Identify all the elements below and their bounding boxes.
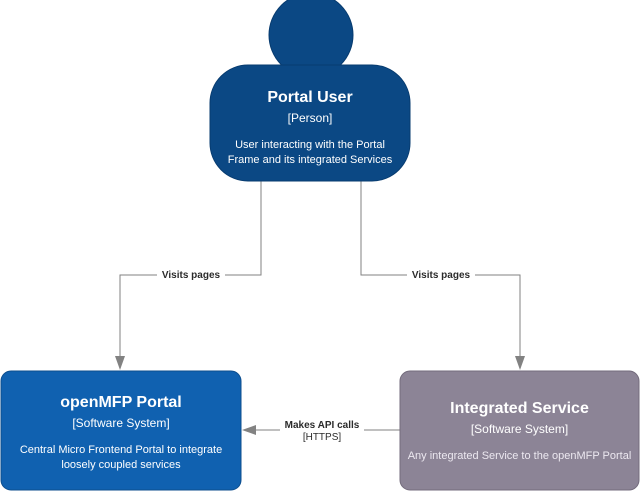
portal-user-node[interactable]: Portal User [Person] User interacting wi… bbox=[210, 88, 410, 168]
openmfp-portal-description: Central Micro Frontend Portal to integra… bbox=[19, 444, 223, 471]
edge-label-service-to-portal-technology: [HTTPS] bbox=[302, 432, 342, 443]
edge-label-user-to-portal: Visits pages bbox=[157, 270, 225, 282]
arrowhead-user-to-portal bbox=[115, 356, 125, 370]
portal-user-title: Portal User bbox=[267, 89, 353, 106]
edge-label-user-to-portal-text: Visits pages bbox=[161, 270, 221, 281]
arrowhead-service-to-portal bbox=[242, 425, 256, 435]
integrated-service-node[interactable]: Integrated Service [Software System] Any… bbox=[400, 399, 639, 464]
edge-label-service-to-portal: Makes API calls [HTTPS] bbox=[280, 420, 364, 444]
integrated-service-title: Integrated Service bbox=[450, 400, 589, 417]
integrated-service-description: Any integrated Service to the openMFP Po… bbox=[407, 450, 632, 462]
portal-user-description: User interacting with the Portal Frame a… bbox=[227, 139, 393, 166]
openmfp-portal-box bbox=[0, 370, 242, 491]
edge-label-service-to-portal-text: Makes API calls bbox=[284, 420, 360, 431]
portal-user-type: [Person] bbox=[287, 111, 333, 125]
openmfp-portal-node[interactable]: openMFP Portal [Software System] Central… bbox=[1, 393, 241, 473]
integrated-service-box bbox=[399, 370, 640, 491]
edge-label-user-to-service: Visits pages bbox=[407, 270, 475, 282]
integrated-service-type: [Software System] bbox=[470, 422, 569, 436]
edge-label-user-to-service-text: Visits pages bbox=[411, 270, 471, 281]
arrowhead-user-to-service bbox=[515, 356, 525, 370]
person-body-shape bbox=[209, 64, 411, 182]
openmfp-portal-type: [Software System] bbox=[72, 416, 170, 430]
openmfp-portal-title: openMFP Portal bbox=[60, 394, 182, 411]
